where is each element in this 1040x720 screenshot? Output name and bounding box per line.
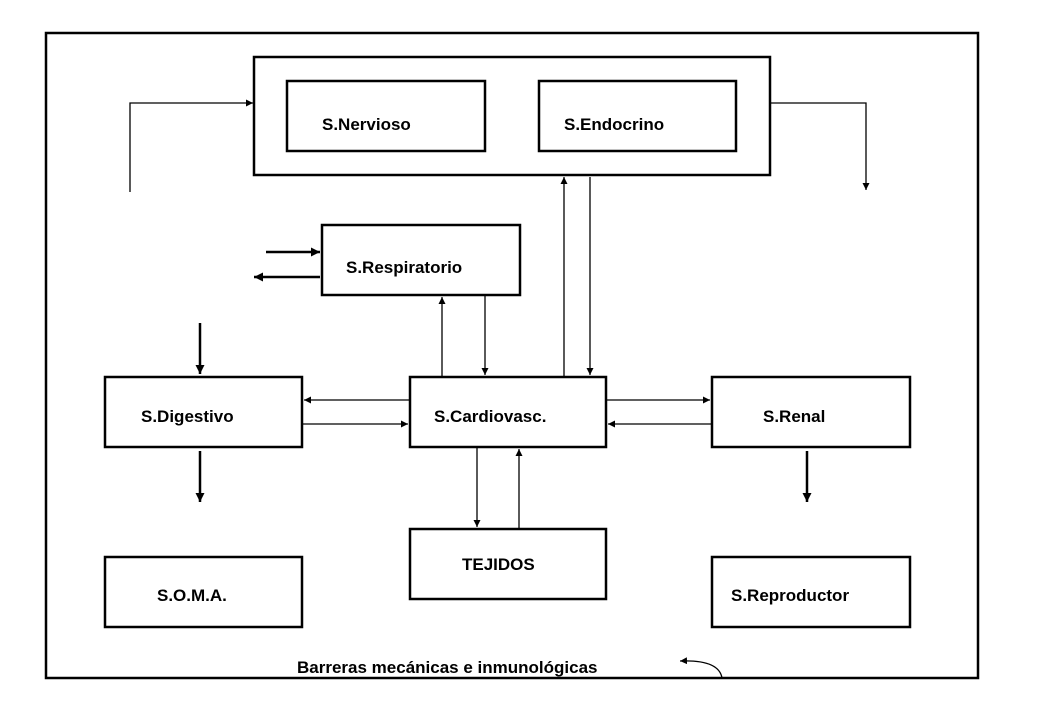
node-nervioso-label: S.Nervioso — [322, 115, 411, 134]
node-reproductor-label: S.Reproductor — [731, 586, 849, 605]
control-systems-box — [252, 55, 772, 177]
footer-label: Barreras mecánicas e inmunológicas — [297, 658, 597, 677]
node-nervioso: S.Nervioso — [285, 79, 487, 153]
node-tejidos: TEJIDOS — [408, 527, 608, 601]
node-endocrino-label: S.Endocrino — [564, 115, 664, 134]
arrow-input-to-control — [129, 99, 253, 192]
node-respiratorio: S.Respiratorio — [320, 223, 522, 297]
node-digestivo-label: S.Digestivo — [141, 407, 234, 426]
node-renal: S.Renal — [710, 375, 912, 449]
arrow-footer-pointer — [679, 657, 723, 679]
outer-frame — [44, 31, 980, 680]
node-reproductor: S.Reproductor — [710, 555, 912, 629]
node-respiratorio-label: S.Respiratorio — [346, 258, 462, 277]
node-soma-label: S.O.M.A. — [157, 586, 227, 605]
arrow-control-output — [771, 102, 870, 190]
node-renal-label: S.Renal — [763, 407, 825, 426]
node-soma: S.O.M.A. — [103, 555, 304, 629]
node-tejidos-label: TEJIDOS — [462, 555, 535, 574]
node-cardiovasc-label: S.Cardiovasc. — [434, 407, 546, 426]
node-cardiovasc: S.Cardiovasc. — [408, 375, 608, 449]
node-endocrino: S.Endocrino — [537, 79, 738, 153]
node-digestivo: S.Digestivo — [103, 375, 304, 449]
